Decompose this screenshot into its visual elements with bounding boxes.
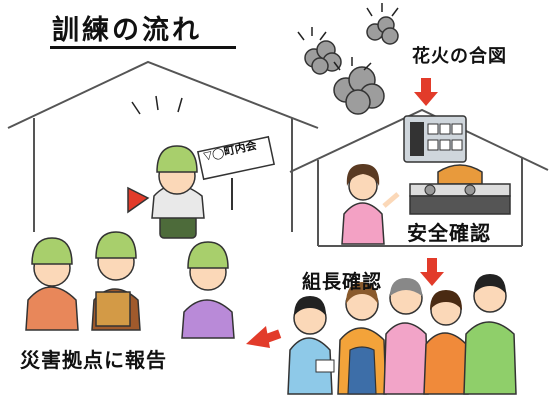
step-label-leader-check: 組長確認 [302,271,383,293]
step-label-report: 災害拠点に報告 [20,348,167,372]
title-underline [50,46,236,49]
smoke-cloud [333,66,385,115]
smoke-cloud [304,40,342,75]
smoke-cloud [366,16,399,45]
children-group [25,231,235,339]
right-house-outline [289,108,549,247]
breaker-panel [403,115,467,163]
residents-crowd [287,274,517,395]
woman-figure [341,164,400,245]
leader-with-megaphone [127,95,276,239]
step-label-signal: 花火の合図 [412,46,507,67]
fireworks-smoke [304,16,399,115]
arrow-down-1 [414,78,438,106]
arrow-down-2 [420,258,444,286]
gas-stove [409,164,511,215]
step-label-safety-check: 安全確認 [407,221,491,245]
left-house-outline [7,60,319,232]
fireworks-sparks [297,3,399,71]
page-title: 訓練の流れ [52,15,202,46]
arrow-left [246,326,282,348]
